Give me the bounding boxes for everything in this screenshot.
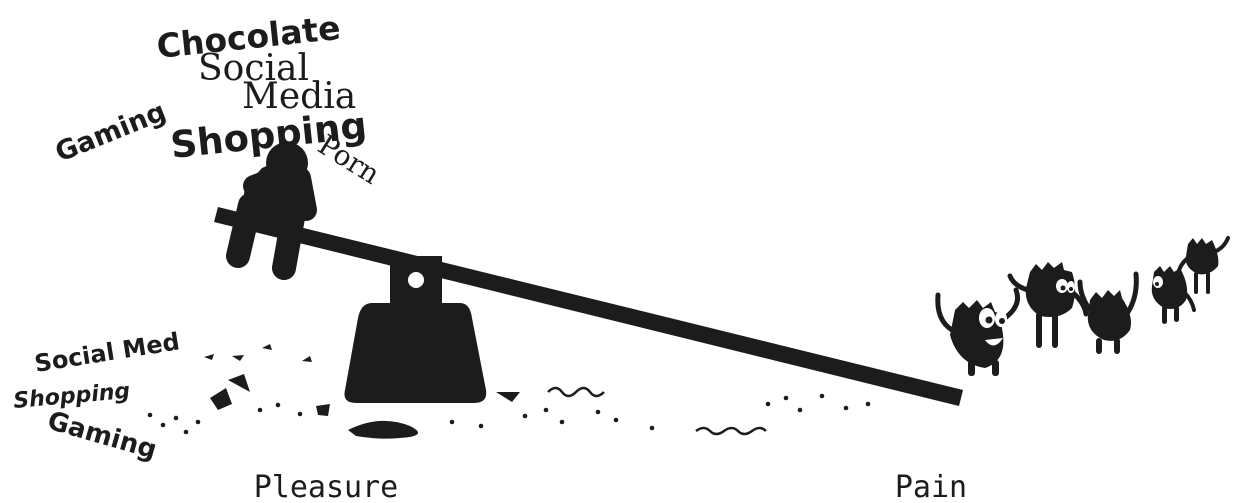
hunched-person-figure xyxy=(238,142,312,268)
squiggle-2 xyxy=(696,428,766,434)
word-gaming: Gaming xyxy=(51,96,170,168)
pain-monster-3 xyxy=(1080,274,1136,354)
pain-monster-1 xyxy=(938,290,1018,376)
fallen-word-gaming: Gaming xyxy=(44,406,160,466)
fallen-word-shopping: Shopping xyxy=(12,379,131,414)
label-pleasure: Pleasure xyxy=(254,470,399,503)
fallen-word-social-media: Social Med xyxy=(33,327,182,378)
seesaw-plank xyxy=(214,207,963,406)
ground-debris xyxy=(148,344,871,439)
squiggle-1 xyxy=(548,388,604,396)
pain-monster-4 xyxy=(1152,266,1194,324)
pain-monster-2 xyxy=(1010,262,1086,348)
label-pain: Pain xyxy=(895,470,967,503)
